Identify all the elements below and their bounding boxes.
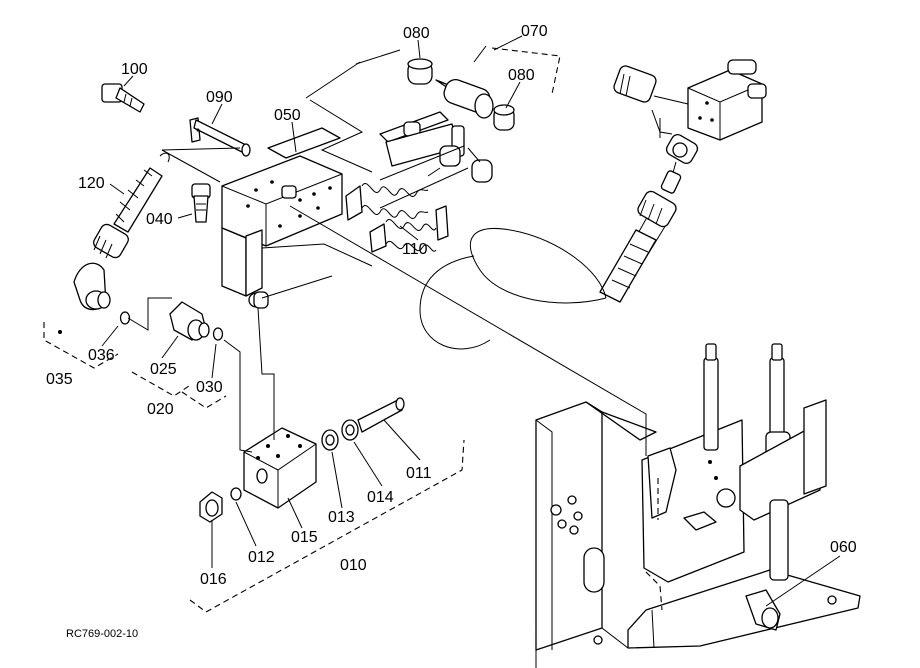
label-036: 036 [88, 347, 115, 364]
label-020: 020 [147, 401, 174, 418]
label-060: 060 [830, 539, 857, 556]
label-100: 100 [121, 61, 148, 78]
label-010: 010 [340, 557, 367, 574]
label-080-right: 080 [508, 67, 535, 84]
block-assembly-010 [199, 397, 405, 523]
label-025: 025 [150, 361, 177, 378]
label-090: 090 [206, 89, 233, 106]
pin-and-lever-group [379, 58, 515, 183]
label-050: 050 [274, 107, 301, 124]
label-035: 035 [46, 371, 73, 388]
label-110: 110 [402, 241, 428, 258]
label-013: 013 [328, 509, 355, 526]
adapter-025 [169, 301, 224, 341]
label-080-top: 080 [403, 25, 430, 42]
label-120: 120 [78, 175, 105, 192]
springs-110 [345, 167, 449, 253]
label-070: 070 [521, 23, 548, 40]
part-labels: 100 090 050 080 070 080 120 040 110 036 … [46, 23, 857, 640]
leader-lines [101, 35, 841, 607]
label-014: 014 [367, 489, 394, 506]
label-030: 030 [196, 379, 223, 396]
drawing-code: RC769-002-10 [66, 628, 138, 640]
hose-right [419, 190, 677, 350]
label-016: 016 [200, 571, 227, 588]
valve-block-assembly [613, 59, 767, 194]
label-011: 011 [406, 465, 432, 482]
label-040: 040 [146, 211, 173, 228]
group-boundaries [43, 47, 663, 613]
elbow-fitting-035 [58, 262, 131, 334]
bolt-100-and-pin-090 [101, 83, 251, 157]
frame-assembly [535, 343, 861, 668]
bracket-050 [191, 127, 343, 309]
label-012: 012 [248, 549, 275, 566]
label-015: 015 [291, 529, 318, 546]
hose-120-left [93, 152, 170, 259]
